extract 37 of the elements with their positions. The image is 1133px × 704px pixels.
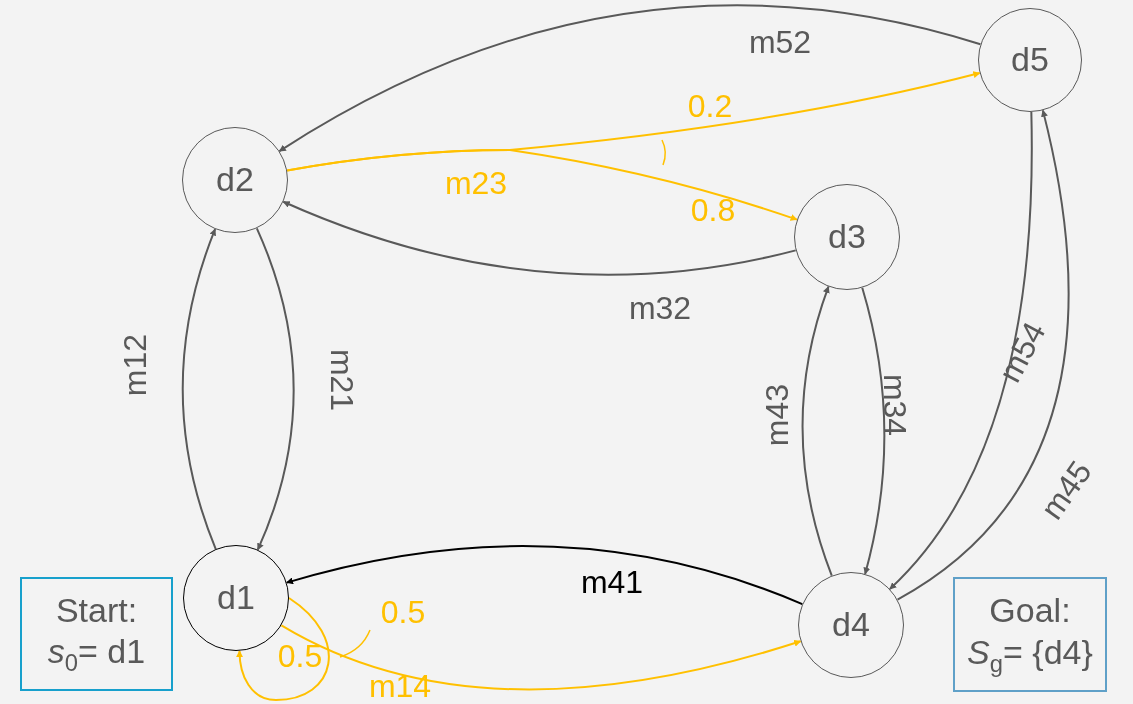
edge-label: m52 [748,26,812,58]
node-label: Start: [55,591,138,630]
arrow [280,624,802,691]
info-box [953,577,1107,692]
edge-label: m34 [879,373,911,437]
arrow [236,597,330,701]
arrow [255,227,295,551]
node-label: d5 [1011,41,1049,79]
info-box [20,577,173,691]
node-label: d2 [216,161,254,199]
node-label: Goal: [989,592,1071,630]
edge-label: m43 [761,383,793,447]
arrow [888,111,1033,590]
edge-label: 0.5 [277,640,323,672]
arrow [181,228,217,550]
edge-label: 0.8 [690,194,736,226]
arrow [861,286,886,575]
node-label: d3 [828,218,866,256]
edge-label: m32 [628,292,692,324]
arrow [286,149,798,221]
action-label: m14 [368,670,432,702]
arrow [896,109,1070,601]
arrow [285,545,804,606]
node-label: s$_{0}$= d1 [47,633,146,677]
node-label: S$_{g}$= {d4} [967,633,1093,677]
edge-label: m54 [993,317,1051,387]
edge-label: 0.2 [687,90,733,122]
edge-label: m41 [580,566,644,598]
arrow [282,200,797,276]
arrow [801,285,833,577]
arrow [278,4,982,153]
action-label: m23 [444,167,508,199]
edge-label: m12 [119,333,151,397]
edge-label: 0.5 [380,596,426,628]
edge-label: m21 [326,348,358,412]
node-label: d1 [217,579,255,617]
node-label: d4 [832,606,870,644]
